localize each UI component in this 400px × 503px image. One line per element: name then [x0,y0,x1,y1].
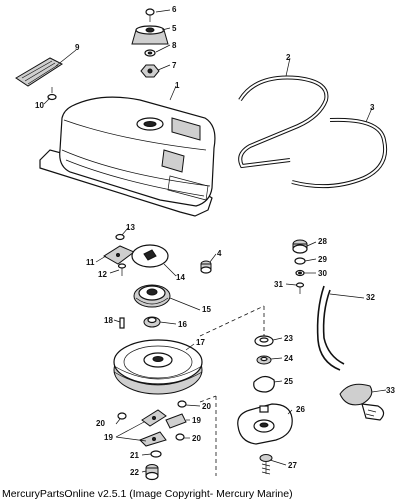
callout-27: 27 [288,461,297,470]
callout-19-b: 19 [192,416,201,425]
image-caption: MercuryPartsOnline v2.5.1 (Image Copyrig… [2,488,293,500]
bushing-22 [145,464,159,481]
pawl-spring-20-top [177,400,187,408]
washer-30 [295,269,305,277]
callout-20-a: 20 [96,419,105,428]
callout-25: 25 [284,377,293,386]
callout-19-a: 19 [104,433,113,442]
callout-11: 11 [86,258,95,267]
callout-8: 8 [172,41,177,50]
washer-8 [144,49,156,57]
screw-6 [145,8,155,22]
callout-6: 6 [172,5,177,14]
callout-24: 24 [284,354,293,363]
pawl-spring-20-left [117,412,127,420]
exploded-parts-diagram: 1 2 3 4 5 6 7 8 9 10 11 12 13 14 15 16 1… [15,5,395,481]
pawl-spring-20-bottom [175,433,185,441]
callout-16: 16 [178,320,187,329]
leader-lines [43,9,387,473]
callout-20-b: 20 [202,402,211,411]
callout-4: 4 [217,249,222,258]
callout-20-c: 20 [192,434,201,443]
callout-33: 33 [386,386,395,395]
drive-plate-26 [237,403,293,445]
callout-22: 22 [130,468,139,477]
recoil-spring-15 [133,284,171,308]
callout-30: 30 [318,269,327,278]
callout-5: 5 [172,24,177,33]
callout-26: 26 [296,405,305,414]
washer-23 [254,335,274,347]
callout-17: 17 [196,338,205,347]
callout-29: 29 [318,255,327,264]
washer-29 [294,257,306,265]
starter-rope-32 [316,285,345,371]
pawl-19-left [141,409,167,427]
decal-plate-9 [15,57,64,87]
nut-7 [140,64,160,78]
bolt-27 [259,454,273,475]
grommet-28 [292,239,308,254]
washer-13 [115,233,125,241]
callout-31: 31 [274,280,283,289]
callout-1: 1 [175,81,180,90]
callout-32: 32 [366,293,375,302]
screw-31 [295,282,305,294]
fuel-hose-2 [238,75,329,169]
callout-23: 23 [284,334,293,343]
screw-10 [47,87,57,101]
bushing-16 [143,316,161,328]
pin-18 [119,317,125,329]
pawl-19-right [165,413,187,429]
callout-7: 7 [172,61,177,70]
rubber-mount-5 [131,25,169,45]
callout-14: 14 [176,273,185,282]
cam-plate-14 [131,244,169,268]
callout-3: 3 [370,103,375,112]
spacer-4 [200,260,212,274]
callout-18: 18 [104,316,113,325]
starter-pulley-17 [113,339,203,395]
seal-strip-3 [291,117,387,189]
starter-handle-33 [339,383,385,421]
callout-12: 12 [98,270,107,279]
callout-2: 2 [286,53,291,62]
engine-cover-1 [39,96,216,217]
callout-21: 21 [130,451,139,460]
callout-13: 13 [126,223,135,232]
screw-12 [117,263,127,276]
bracket-11 [103,245,135,265]
pawl-19-bottom [139,431,167,447]
washer-24 [256,355,272,365]
callout-15: 15 [202,305,211,314]
spring-25 [253,375,275,393]
callout-28: 28 [318,237,327,246]
callout-10: 10 [35,101,44,110]
washer-21 [150,450,162,458]
callout-9: 9 [75,43,80,52]
